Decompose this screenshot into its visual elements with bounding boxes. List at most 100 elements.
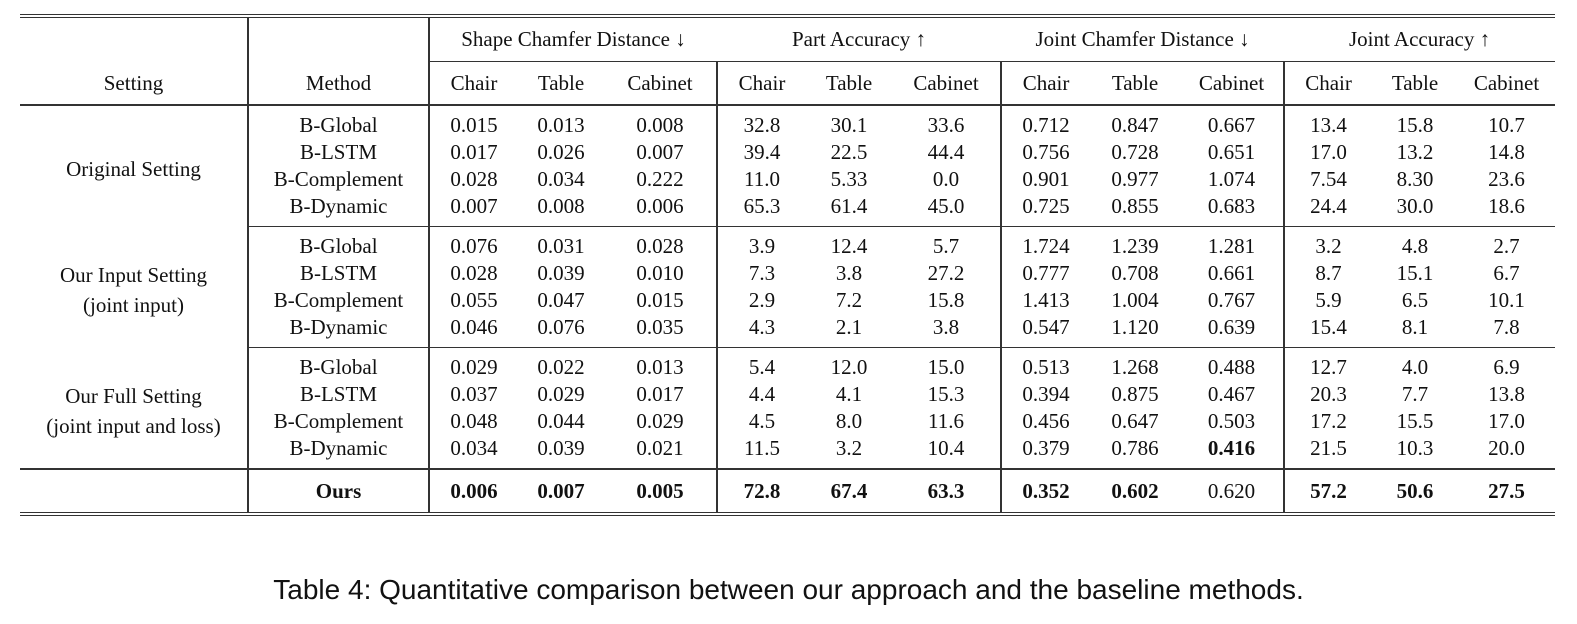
value-cell: 0.756: [1000, 139, 1091, 166]
value-cell: 0.977: [1111, 167, 1159, 191]
value-cell: 22.5: [830, 140, 868, 164]
value-cell: 15.8: [1396, 113, 1434, 137]
method-column-header: Method: [247, 61, 429, 106]
value-cell: 0.028: [636, 234, 684, 258]
value-cell: 0.013: [636, 355, 684, 379]
method-cell: B-Dynamic: [247, 314, 429, 348]
method-cell: B-Global: [247, 347, 429, 381]
column-group-header: Shape Chamfer Distance ↓: [428, 14, 717, 62]
value-cell: 7.7: [1401, 382, 1429, 406]
value-cell: 0.006: [604, 193, 717, 227]
setting-label-line: (joint input and loss): [46, 413, 221, 438]
value-cell: 5.9: [1283, 287, 1373, 314]
value-cell: 0.007: [518, 468, 604, 516]
value-cell: 4.8: [1401, 234, 1429, 258]
value-cell: 0.667: [1207, 113, 1256, 137]
subcolumn-header: Chair: [716, 61, 806, 106]
value-cell: 0.046: [428, 314, 518, 348]
value-cell: 8.7: [1283, 260, 1373, 287]
value-cell: 18.6: [1458, 193, 1556, 227]
setting-cell: Our Full Setting(joint input and loss): [20, 348, 248, 470]
value-cell: 0.728: [1111, 140, 1159, 164]
value-cell: 0.416: [1180, 435, 1285, 470]
header-group-row: Shape Chamfer Distance ↓Part Accuracy ↑J…: [20, 14, 1556, 62]
value-cell: 3.2: [1283, 226, 1373, 260]
value-cell: 39.4: [716, 139, 806, 166]
method-cell: B-Complement: [247, 408, 429, 435]
value-cell: 2.9: [716, 287, 806, 314]
value-cell: 10.1: [1488, 288, 1525, 312]
value-cell: 30.0: [1372, 193, 1459, 227]
value-cell: 13.4: [1283, 105, 1373, 139]
value-cell: 13.2: [1396, 140, 1434, 164]
value-cell: 12.4: [830, 234, 868, 258]
value-cell: 17.2: [1283, 408, 1373, 435]
value-cell: 0.034: [537, 167, 585, 191]
value-cell: 0.017: [428, 139, 518, 166]
value-cell: 5.33: [830, 167, 868, 191]
value-cell: 0.456: [1000, 408, 1091, 435]
value-cell: 27.5: [1458, 468, 1556, 516]
value-cell: 2.1: [806, 314, 892, 348]
value-cell: 0.022: [537, 355, 585, 379]
value-cell: 15.8: [927, 288, 965, 312]
table-row: Our Full Setting(joint input and loss)B-…: [20, 347, 1555, 438]
value-cell: 0.015: [428, 105, 518, 139]
value-cell: 15.3: [927, 382, 965, 406]
subcolumn-header: Table: [518, 61, 604, 106]
value-cell: 0.847: [1111, 113, 1159, 137]
value-cell: 33.6: [927, 113, 965, 137]
subcolumn-header: Cabinet: [1458, 61, 1556, 106]
method-cell: B-LSTM: [247, 381, 429, 408]
value-cell: 4.0: [1401, 355, 1429, 379]
value-cell: 3.2: [806, 435, 892, 470]
value-cell: 0.037: [428, 381, 518, 408]
column-group-header: Joint Chamfer Distance ↓: [1001, 14, 1285, 62]
value-cell: 0.767: [1207, 288, 1256, 312]
column-group-header: Joint Accuracy ↑: [1284, 14, 1556, 62]
value-cell: 0.039: [518, 435, 604, 470]
value-cell: 12.0: [830, 355, 868, 379]
value-cell: 1.413: [1000, 287, 1091, 314]
setting-column-header: Setting: [20, 61, 248, 106]
value-cell: 1.120: [1090, 314, 1181, 348]
value-cell: 23.6: [1488, 167, 1525, 191]
value-cell: 3.8: [892, 314, 1002, 348]
value-cell: 57.2: [1283, 468, 1373, 516]
value-cell: 0.708: [1111, 261, 1159, 285]
value-cell: 6.9: [1493, 355, 1520, 379]
value-cell: 0.547: [1000, 314, 1091, 348]
value-cell: 0.055: [428, 287, 518, 314]
value-cell: 27.2: [927, 261, 965, 285]
value-cell: 0.076: [428, 226, 518, 260]
value-cell: 7.2: [835, 288, 863, 312]
value-cell: 11.5: [716, 435, 806, 470]
setting-label-line: Original Setting: [66, 157, 201, 182]
column-group-header: Part Accuracy ↑: [717, 14, 1002, 62]
value-cell: 0.008: [518, 193, 604, 227]
value-cell: 0.035: [604, 314, 717, 348]
value-cell: 0.029: [636, 409, 684, 433]
results-table: Shape Chamfer Distance ↓Part Accuracy ↑J…: [20, 14, 1556, 516]
value-cell: 0.513: [1000, 347, 1091, 381]
value-cell: 1.004: [1111, 288, 1159, 312]
value-cell: 17.0: [1283, 139, 1373, 166]
value-cell: 15.4: [1283, 314, 1373, 348]
value-cell: 32.8: [716, 105, 806, 139]
value-cell: 72.8: [716, 468, 806, 516]
value-cell: 7.3: [716, 260, 806, 287]
value-cell: 4.4: [716, 381, 806, 408]
value-cell: 0.076: [518, 314, 604, 348]
setting-cell: [20, 468, 248, 516]
method-cell: B-LSTM: [247, 139, 429, 166]
value-cell: 0.602: [1090, 468, 1181, 516]
subcolumn-header: Table: [1090, 61, 1181, 106]
